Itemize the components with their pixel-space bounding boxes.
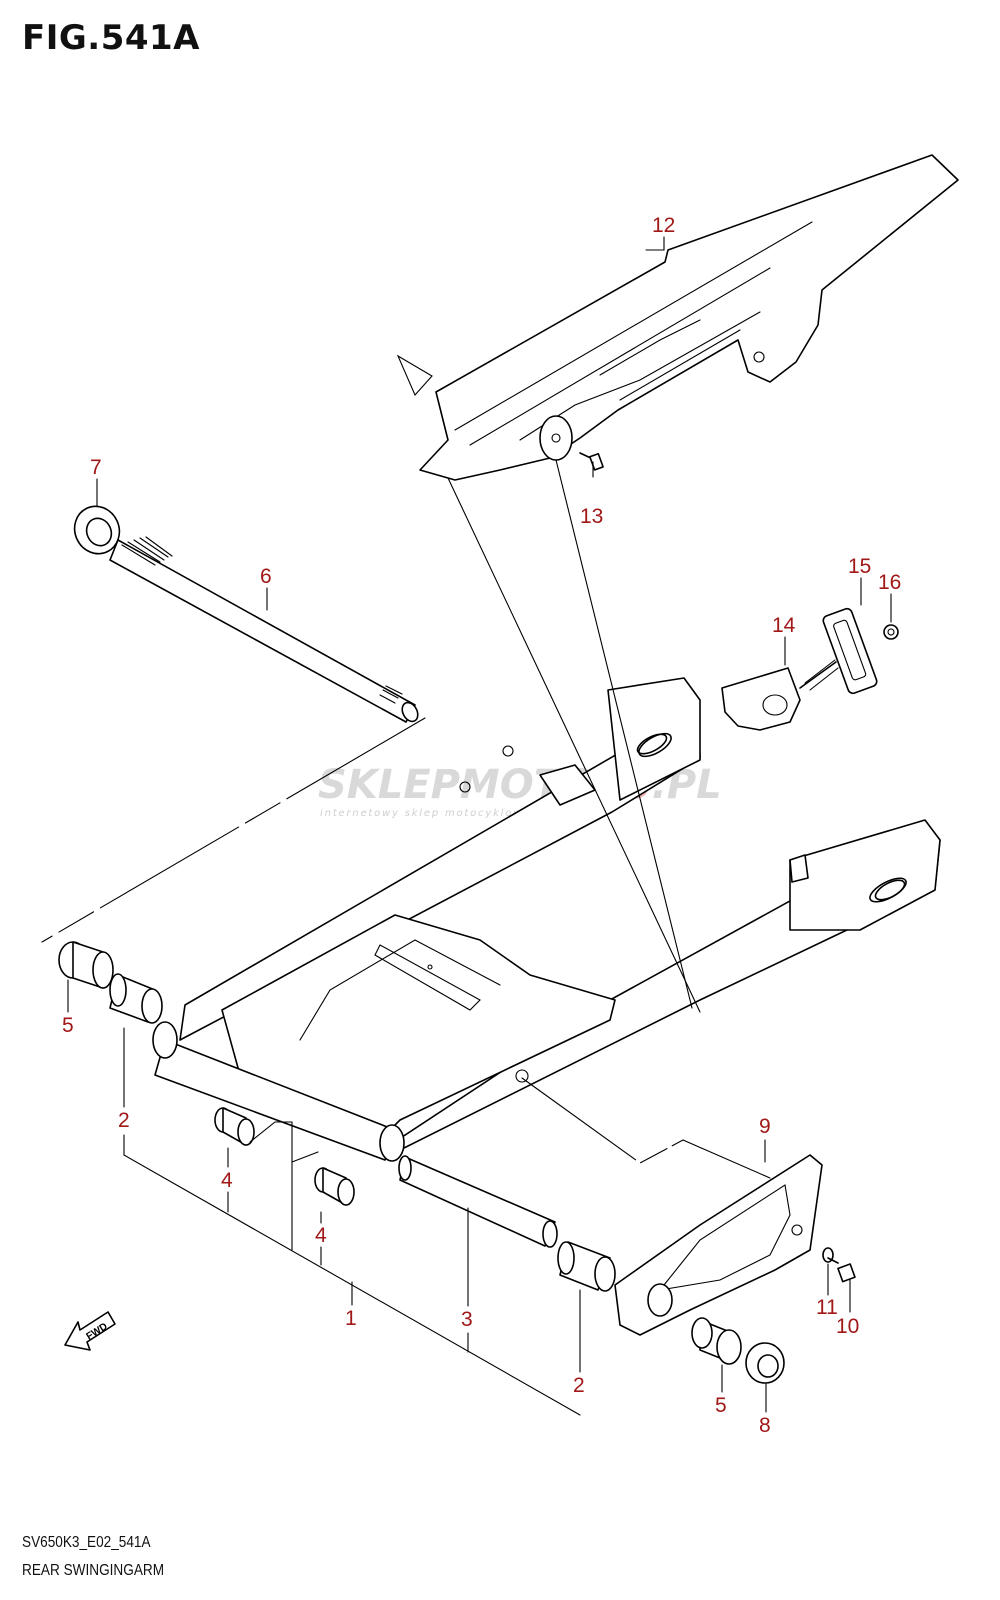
callouts: 12 13 7 6 15 16 14 5 2 4 4 9 1 3 11 10 2… bbox=[62, 214, 901, 1437]
figure-title: FIG.541A bbox=[22, 18, 200, 58]
callout-10: 10 bbox=[836, 1315, 859, 1338]
callout-2-left: 2 bbox=[118, 1109, 130, 1132]
callout-8: 8 bbox=[759, 1414, 771, 1437]
callout-16: 16 bbox=[878, 571, 901, 594]
watermark-tagline: internetowy sklep motocyklowy bbox=[320, 808, 531, 819]
leader-lines bbox=[67, 236, 892, 1416]
part-pivot-nut-right bbox=[745, 1342, 785, 1384]
callout-7: 7 bbox=[90, 456, 102, 479]
part-swingarm bbox=[152, 677, 941, 1162]
part-needle-bearing-a bbox=[214, 1107, 255, 1146]
part-bolt-chain-guide bbox=[827, 1257, 856, 1283]
figure-code: SV650K3_E02_541A bbox=[22, 1534, 151, 1551]
part-collar-left bbox=[58, 941, 114, 989]
callout-3: 3 bbox=[461, 1308, 473, 1331]
leader-pivot-shaft bbox=[41, 717, 426, 943]
part-bearing-left bbox=[109, 973, 163, 1024]
part-collar-right bbox=[691, 1317, 742, 1365]
part-screw-chain-case bbox=[579, 452, 604, 471]
callout-15: 15 bbox=[848, 555, 871, 578]
callout-4-a: 4 bbox=[221, 1169, 233, 1192]
part-chain-guide bbox=[614, 1154, 823, 1336]
part-needle-bearing-b bbox=[314, 1167, 355, 1206]
callout-4-b: 4 bbox=[315, 1224, 327, 1247]
leader-chain-case-pointer bbox=[396, 354, 433, 397]
figure-name: REAR SWINGINGARM bbox=[22, 1562, 165, 1579]
callout-5-left: 5 bbox=[62, 1014, 74, 1037]
part-spacer bbox=[398, 1155, 558, 1248]
leader-chain-case-2 bbox=[555, 459, 693, 1009]
part-chain-case bbox=[419, 154, 959, 481]
part-pivot-shaft bbox=[109, 536, 419, 723]
callout-12: 12 bbox=[652, 214, 675, 237]
callout-5-right: 5 bbox=[715, 1394, 727, 1417]
part-pivot-nut bbox=[73, 505, 121, 555]
leader-chain-case bbox=[447, 477, 701, 1013]
part-cap-nut bbox=[883, 624, 899, 640]
part-adjuster-cap bbox=[822, 607, 878, 695]
part-bearing-right bbox=[557, 1241, 616, 1292]
callout-9: 9 bbox=[759, 1115, 771, 1138]
callout-1: 1 bbox=[345, 1307, 357, 1330]
fwd-arrow: FWD bbox=[64, 1311, 116, 1351]
part-adjuster-plate bbox=[721, 659, 839, 731]
callout-13: 13 bbox=[580, 505, 603, 528]
callout-2-right: 2 bbox=[573, 1374, 585, 1397]
callout-6: 6 bbox=[260, 565, 272, 588]
callout-11: 11 bbox=[816, 1296, 838, 1319]
callout-14: 14 bbox=[772, 614, 796, 637]
